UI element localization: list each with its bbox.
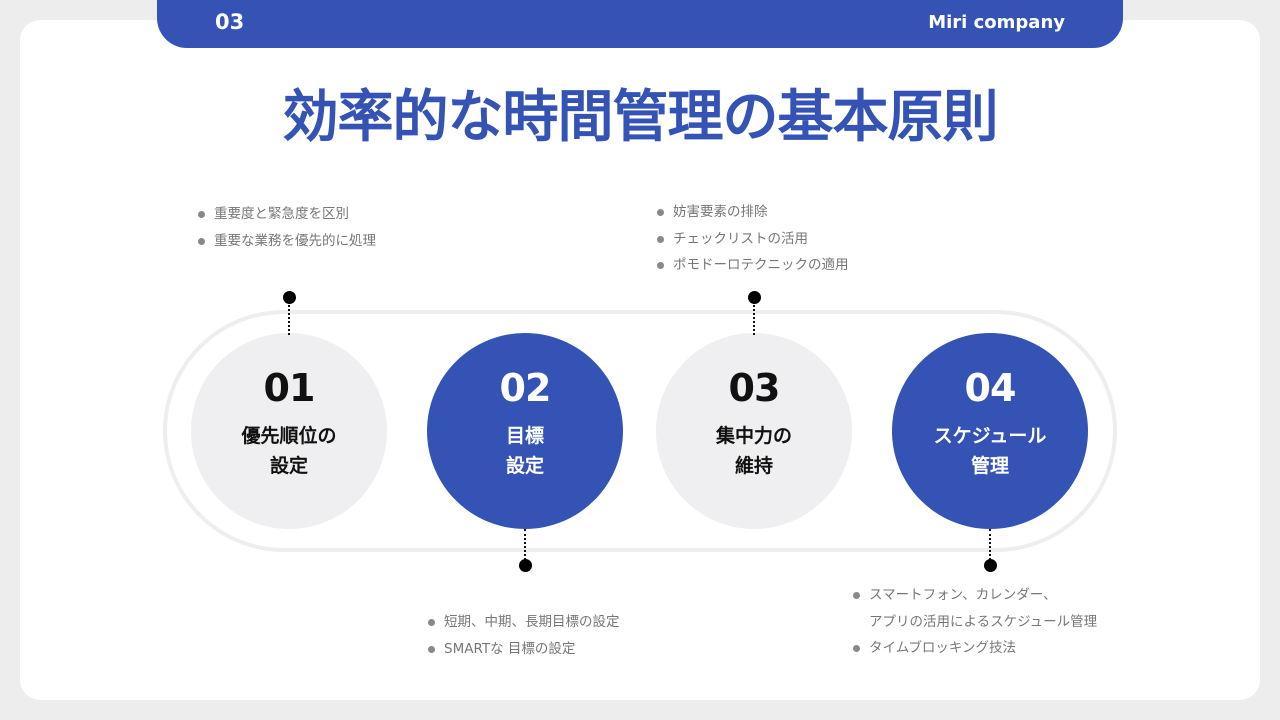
step-number: 04 [964, 366, 1017, 410]
step-03-bullets: 妨害要素の排除 チェックリストの活用 ポモドーロテクニックの適用 [655, 199, 849, 279]
connector-line [989, 529, 991, 564]
header-bar: 03 Miri company [157, 0, 1123, 48]
step-03-circle: 03 集中力の 維持 [656, 333, 852, 529]
connector-line [288, 300, 290, 335]
step-label: 目標 設定 [505, 425, 544, 477]
step-04-circle: 04 スケジュール 管理 [892, 333, 1088, 529]
section-number: 03 [215, 10, 245, 34]
connector-dot [748, 291, 761, 304]
step-label: 優先順位の 設定 [241, 425, 337, 477]
connector-dot [519, 559, 532, 572]
page-title: 効率的な時間管理の基本原則 [282, 85, 999, 150]
step-label: スケジュール 管理 [933, 425, 1047, 477]
bullet-item: チェックリストの活用 [655, 226, 849, 253]
bullet-item: SMARTな 目標の設定 [426, 636, 620, 663]
bullet-item-continuation: アプリの活用によるスケジュール管理 [869, 613, 1098, 630]
step-01-bullets: 重要度と緊急度を区別 重要な業務を優先的に処理 [196, 201, 376, 254]
connector-line [524, 529, 526, 564]
bullet-item: 短期、中期、長期目標の設定 [426, 609, 620, 636]
process-track [163, 310, 1117, 552]
bullet-item: ポモドーロテクニックの適用 [655, 252, 849, 279]
connector-dot [984, 559, 997, 572]
connector-line [753, 300, 755, 335]
step-04-bullets: スマートフォン、カレンダー、 アプリの活用によるスケジュール管理 タイムブロッキ… [851, 582, 1097, 662]
step-02-circle: 02 目標 設定 [427, 333, 623, 529]
step-01-circle: 01 優先順位の 設定 [191, 333, 387, 529]
bullet-item: タイムブロッキング技法 [851, 635, 1097, 662]
connector-dot [283, 291, 296, 304]
step-02-bullets: 短期、中期、長期目標の設定 SMARTな 目標の設定 [426, 609, 620, 662]
bullet-item: 妨害要素の排除 [655, 199, 849, 226]
company-name: Miri company [928, 12, 1065, 33]
bullet-item: 重要な業務を優先的に処理 [196, 228, 376, 255]
step-number: 01 [263, 366, 316, 410]
bullet-item: スマートフォン、カレンダー、 [851, 582, 1097, 609]
bullet-item: 重要度と緊急度を区別 [196, 201, 376, 228]
step-number: 02 [499, 366, 552, 410]
step-number: 03 [728, 366, 781, 410]
step-label: 集中力の 維持 [715, 425, 792, 477]
